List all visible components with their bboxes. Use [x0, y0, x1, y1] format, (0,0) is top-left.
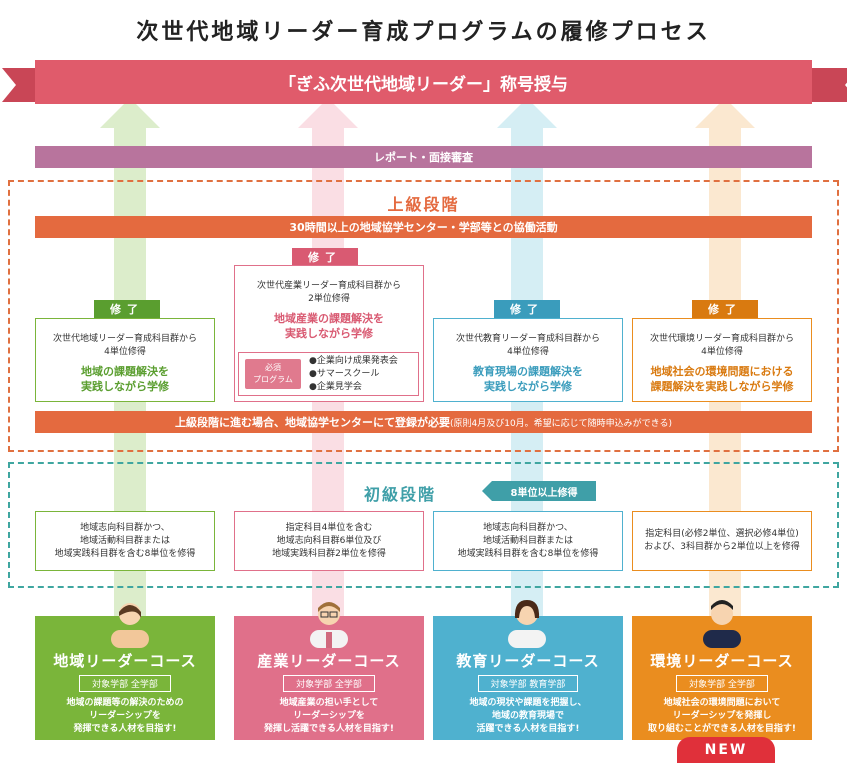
card-line: 次世代教育リーダー育成科目群から: [455, 334, 600, 344]
course-title: 地域リーダーコース: [53, 652, 197, 670]
registration-note: (原則4月及び10月。希望に応じて随時申込みができる): [449, 418, 673, 429]
required-items: ●企業向け成果発表会 ●サマースクール ●企業見学会: [309, 355, 398, 394]
card-line: 2単位修得: [308, 294, 350, 304]
course-target: 対象学部 全学部: [676, 675, 768, 692]
completion-ribbon-industry: 修了: [292, 248, 358, 266]
advanced-card-education: 次世代教育リーダー育成科目群から 4単位修得 教育現場の課題解決を実践しながら学…: [433, 318, 623, 402]
report-interview-bar: レポート・面接審査: [35, 146, 812, 168]
new-badge: NEW: [677, 737, 775, 763]
beginner-stage-box: [8, 462, 839, 588]
card-highlight: 地域産業の課題解決を実践しながら学修: [274, 312, 384, 340]
advanced-stage-title: 上級段階: [387, 195, 460, 214]
course-target: 対象学部 教育学部: [477, 675, 579, 692]
course-description: 地域の現状や課題を把握し、地域の教育現場で活躍できる人材を目指す!: [469, 698, 587, 734]
beginner-card-industry: 指定科目4単位を含む地域志向科目群6単位及び地域実践科目群2単位を修得: [234, 511, 424, 571]
page-title: 次世代地域リーダー育成プログラムの履修プロセス: [136, 20, 711, 45]
course-description: 地域の課題等の解決のためのリーダーシップを発揮できる人材を目指す!: [66, 698, 184, 734]
advanced-card-environment: 次世代環境リーダー育成科目群から 4単位修得 地域社会の環境問題における課題解決…: [632, 318, 812, 402]
course-description: 地域社会の環境問題においてリーダーシップを発揮し取り組むことができる人材を目指す…: [648, 698, 796, 734]
course-target: 対象学部 全学部: [283, 675, 375, 692]
card-line: 次世代地域リーダー育成科目群から: [52, 334, 197, 344]
person-icon-regional: [111, 603, 149, 648]
required-item: ●サマースクール: [309, 369, 380, 379]
beginner-card-regional: 地域志向科目群かつ、地域活動科目群または地域実践科目群を含む8単位を修得: [35, 511, 215, 571]
beginner-stage-title: 初級段階: [363, 485, 436, 504]
required-item: ●企業見学会: [309, 382, 362, 392]
course-title: 産業リーダーコース: [257, 652, 401, 670]
card-line: 次世代環境リーダー育成科目群から: [649, 334, 794, 344]
person-icons: [111, 600, 741, 648]
course-description: 地域産業の担い手としてリーダーシップを発揮し活躍できる人材を目指す!: [264, 698, 394, 734]
beginner-credit-tag: 8単位以上修得: [492, 481, 596, 501]
advanced-card-industry: 次世代産業リーダー育成科目群から 2単位修得 地域産業の課題解決を実践しながら学…: [234, 265, 424, 402]
advanced-card-regional: 次世代地域リーダー育成科目群から 4単位修得 地域の課題解決を実践しながら学修: [35, 318, 215, 402]
beginner-card-environment: 指定科目(必修2単位、選択必修4単位)および、3科目群から2単位以上を修得: [632, 511, 812, 571]
registration-bar: 上級段階に進む場合、地域協学センターにて登録が必要(原則4月及び10月。希望に応…: [35, 411, 812, 433]
card-line: 次世代産業リーダー育成科目群から: [256, 281, 401, 291]
ribbon-tail-right: [812, 68, 847, 102]
award-ribbon: 「ぎふ次世代地域リーダー」称号授与: [35, 60, 812, 104]
completion-ribbon-education: 修了: [494, 300, 560, 318]
required-program-box: 必須プログラム ●企業向け成果発表会 ●サマースクール ●企業見学会: [238, 352, 419, 396]
advanced-stage-box: [8, 180, 839, 452]
tag-arrow-icon: [482, 481, 492, 501]
course-title: 環境リーダーコース: [650, 652, 794, 670]
collaboration-bar: 30時間以上の地域協学センター・学部等との協働活動: [35, 216, 812, 238]
required-program-label: 必須プログラム: [245, 359, 301, 389]
beginner-card-education: 地域志向科目群かつ、地域活動科目群または地域実践科目群を含む8単位を修得: [433, 511, 623, 571]
completion-ribbon-regional: 修了: [94, 300, 160, 318]
card-line: 4単位修得: [507, 347, 549, 357]
course-panel-education: 教育リーダーコース 対象学部 教育学部 地域の現状や課題を把握し、地域の教育現場…: [433, 616, 623, 740]
card-highlight: 地域の課題解決を実践しながら学修: [81, 365, 169, 393]
card-highlight: 教育現場の課題解決を実践しながら学修: [473, 365, 583, 393]
completion-ribbon-environment: 修了: [692, 300, 758, 318]
required-item: ●企業向け成果発表会: [309, 356, 398, 366]
person-icon-education: [508, 600, 546, 648]
card-line: 4単位修得: [104, 347, 146, 357]
person-icon-environment: [703, 600, 741, 648]
course-title: 教育リーダーコース: [456, 652, 600, 670]
card-line: 4単位修得: [701, 347, 743, 357]
person-icon-industry: [310, 602, 348, 648]
card-highlight: 地域社会の環境問題における課題解決を実践しながら学修: [650, 365, 794, 393]
course-target: 対象学部 全学部: [79, 675, 171, 692]
